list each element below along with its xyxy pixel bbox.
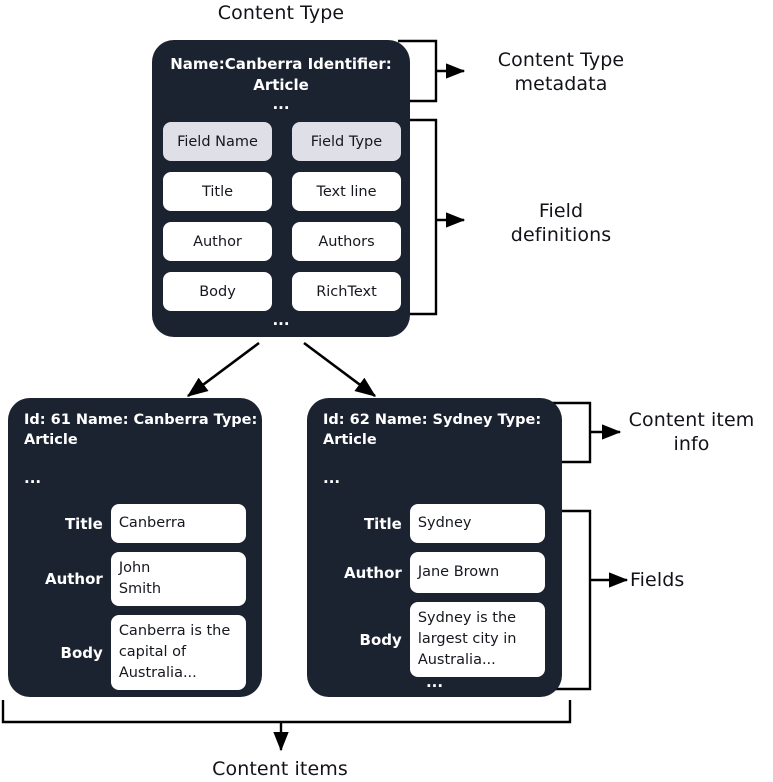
- field-value-author: John Smith: [110, 552, 246, 606]
- content-item-info-ellipsis: ...: [323, 469, 341, 487]
- field-value-title: Sydney: [409, 504, 545, 543]
- content-type-bottom-ellipsis: ...: [272, 311, 290, 329]
- field-row-title: Title Canberra: [24, 504, 246, 543]
- field-value-body: Sydney is the largest city in Australia.…: [409, 602, 545, 677]
- table-row: Body RichText: [163, 272, 401, 311]
- content-type-metadata-text: Name:Canberra Identifier: Article: [170, 55, 392, 94]
- arrow-type-to-item-62: [303, 341, 377, 398]
- field-row-author: Author John Smith: [24, 552, 246, 606]
- content-item-info-ellipsis: ...: [24, 469, 42, 487]
- field-name-cell: Body: [163, 272, 272, 311]
- content-type-card: Name:Canberra Identifier: Article ... Fi…: [152, 40, 410, 337]
- content-item-fields: Title Sydney Author Jane Brown Body Sydn…: [323, 504, 545, 686]
- content-item-info-text: Id: 62 Name: Sydney Type: Article: [323, 412, 542, 448]
- field-label-title: Title: [363, 514, 402, 533]
- field-type-cell: Text line: [292, 172, 401, 211]
- field-label-body: Body: [359, 630, 402, 649]
- label-field-definitions: Field definitions: [510, 200, 612, 246]
- content-item-card-61: Id: 61 Name: Canberra Type: Article ... …: [8, 398, 262, 697]
- field-type-cell: RichText: [292, 272, 401, 311]
- field-definitions-table: Field Name Field Type Title Text line Au…: [163, 122, 401, 322]
- field-row-author: Author Jane Brown: [323, 552, 545, 593]
- content-item-card-62: Id: 62 Name: Sydney Type: Article ... Ti…: [307, 398, 562, 697]
- table-row: Title Text line: [163, 172, 401, 211]
- field-type-cell: Authors: [292, 222, 401, 261]
- content-item-bottom-ellipsis: ...: [425, 673, 444, 691]
- field-value-author: Jane Brown: [409, 552, 545, 593]
- field-label-body: Body: [60, 643, 103, 662]
- field-value-body: Canberra is the capital of Australia...: [110, 615, 246, 690]
- label-content-item-info: Content item info: [628, 409, 755, 455]
- field-value-title: Canberra: [110, 504, 246, 543]
- table-header-row: Field Name Field Type: [163, 122, 401, 161]
- label-fields: Fields: [630, 569, 685, 591]
- arrow-type-to-item-61: [186, 341, 260, 398]
- content-item-bottom-ellipsis: ...: [126, 673, 144, 691]
- table-row: Author Authors: [163, 222, 401, 261]
- field-row-title: Title Sydney: [323, 504, 545, 543]
- label-content-type-metadata: Content Type metadata: [497, 49, 625, 95]
- field-name-cell: Author: [163, 222, 272, 261]
- field-label-title: Title: [64, 514, 103, 533]
- label-content-items: Content items: [212, 758, 348, 780]
- content-item-fields: Title Canberra Author John Smith Body Ca…: [24, 504, 246, 699]
- field-row-body: Body Sydney is the largest city in Austr…: [323, 602, 545, 677]
- field-label-author: Author: [44, 570, 103, 588]
- bracket-content-items: [1, 700, 572, 724]
- column-header-field-name: Field Name: [163, 122, 272, 161]
- column-header-field-type: Field Type: [292, 122, 401, 161]
- content-item-info-text: Id: 61 Name: Canberra Type: Article: [24, 412, 258, 448]
- field-label-author: Author: [343, 563, 402, 582]
- field-row-body: Body Canberra is the capital of Australi…: [24, 615, 246, 690]
- content-type-metadata-ellipsis: ...: [272, 95, 290, 113]
- field-name-cell: Title: [163, 172, 272, 211]
- page-title: Content Type: [217, 2, 345, 24]
